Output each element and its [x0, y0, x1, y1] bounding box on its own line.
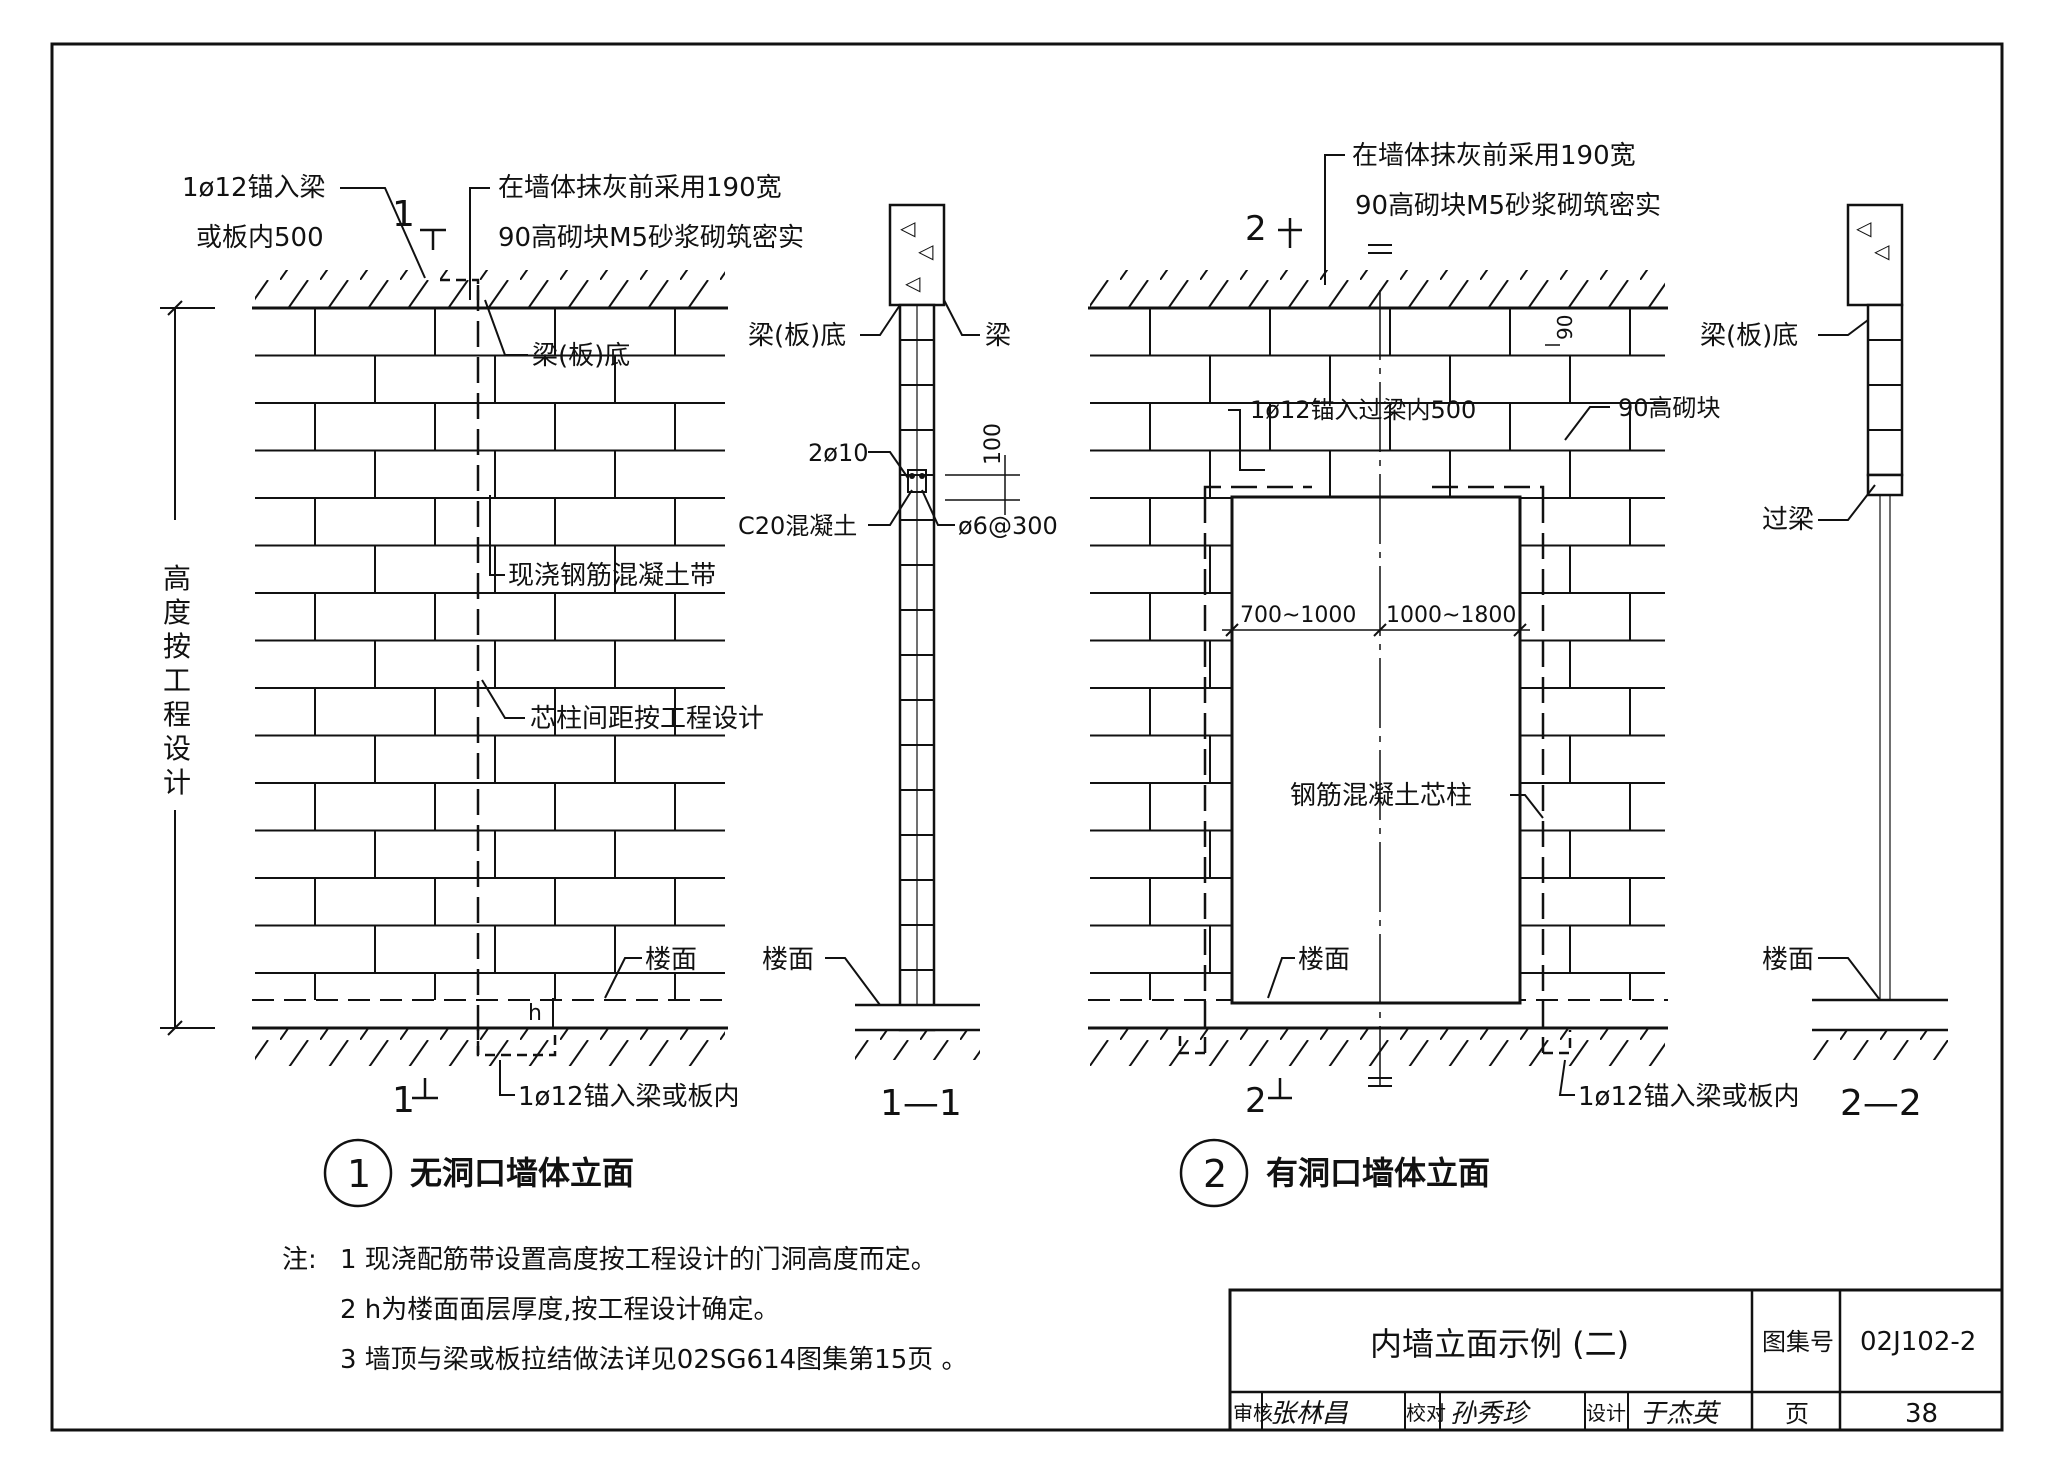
sheet-border: [50, 42, 2004, 1432]
design-label: 设计: [1586, 1401, 1626, 1425]
sec1-label: 1—1: [880, 1083, 962, 1124]
top-note-2: 90高砌块M5砂浆砌筑密实: [498, 223, 804, 253]
anchor-note-1: 1ø12锚入梁: [182, 173, 326, 203]
height-note: 高 度 按 工 程 设 计: [163, 562, 191, 799]
elevation-with-opening: [1088, 154, 1668, 1100]
dim-1000-1800: 1000~1800: [1386, 603, 1516, 628]
svg-text:◁: ◁: [899, 216, 916, 240]
notes-prefix: 注:: [282, 1245, 317, 1275]
sec1-floor: 楼面: [762, 945, 814, 975]
caption-1-circle: [323, 1138, 393, 1208]
review-signature: 张林昌: [1270, 1399, 1349, 1429]
caption-2-number: 2: [1203, 1152, 1227, 1196]
page-label: 页: [1785, 1400, 1809, 1428]
caption-1-text: 无洞口墙体立面: [410, 1154, 634, 1192]
beam-bottom-label: 梁(板)底: [532, 341, 630, 371]
floor-label-right: 楼面: [1298, 945, 1350, 975]
floor-label-left: 楼面: [645, 945, 697, 975]
sec1-concrete: C20混凝土: [738, 512, 857, 540]
svg-text:工: 工: [163, 664, 191, 697]
check-label: 校对: [1406, 1401, 1446, 1425]
page-number: 38: [1905, 1399, 1938, 1429]
sec2-beam-bottom: 梁(板)底: [1700, 321, 1798, 351]
anchor-bottom-left: 1ø12锚入梁或板内: [518, 1082, 740, 1112]
svg-text:按: 按: [163, 630, 191, 663]
svg-text:高: 高: [163, 562, 191, 595]
block-courses: [255, 308, 725, 1000]
cut-mark-1-bottom: 1: [392, 1080, 415, 1121]
svg-text:设: 设: [163, 732, 191, 765]
atlas-label: 图集号: [1762, 1328, 1834, 1356]
anchor-lintel: 1ø12锚入过梁内500: [1250, 396, 1476, 424]
note-2: 2 h为楼面面层厚度,按工程设计确定。: [340, 1295, 780, 1325]
sec1-beam: 梁: [985, 321, 1011, 351]
review-label: 审核: [1233, 1401, 1273, 1425]
rc-core-label: 钢筋混凝土芯柱: [1290, 781, 1472, 811]
sec1-stirrup: ø6@300: [958, 512, 1058, 540]
anchor-note-2: 或板内500: [196, 223, 324, 253]
elevation-no-opening: [158, 187, 728, 1100]
core-spacing-label: 芯柱间距按工程设计: [530, 704, 764, 734]
top-note-1: 在墙体抹灰前采用190宽: [498, 173, 782, 203]
svg-text:◁: ◁: [1855, 216, 1872, 240]
note-1: 1 现浇配筋带设置高度按工程设计的门洞高度而定。: [340, 1245, 937, 1275]
block-90-label: 90高砌块: [1618, 394, 1721, 422]
design-signature: 于杰英: [1640, 1399, 1721, 1429]
cut-mark-1-top: 1: [392, 194, 415, 235]
note-3: 3 墙顶与梁或板拉结做法详见02SG614图集第15页 。: [340, 1345, 968, 1375]
caption-1-number: 1: [347, 1152, 371, 1196]
atlas-number: 02J102-2: [1860, 1327, 1976, 1357]
sec1-dim-100: 100: [981, 423, 1006, 465]
anchor-bottom-right: 1ø12锚入梁或板内: [1578, 1082, 1800, 1112]
section-2-2: ◁ ◁: [1812, 203, 1948, 1060]
cut-mark-2-top: 2: [1245, 209, 1267, 249]
dim-90: 90: [1553, 315, 1577, 340]
svg-text:◁: ◁: [917, 239, 934, 263]
svg-text:◁: ◁: [904, 271, 921, 295]
sec2-label: 2—2: [1840, 1083, 1922, 1124]
sec2-floor: 楼面: [1762, 945, 1814, 975]
section-1-1: ◁ ◁ ◁: [825, 203, 1020, 1060]
svg-text:计: 计: [163, 766, 191, 799]
top-note-r2: 90高砌块M5砂浆砌筑密实: [1355, 191, 1661, 221]
door-opening: [1230, 495, 1522, 1005]
svg-text:程: 程: [163, 698, 191, 731]
check-signature: 孙秀珍: [1450, 1399, 1531, 1429]
caption-2-text: 有洞口墙体立面: [1266, 1154, 1490, 1192]
sec1-beam-bottom: 梁(板)底: [748, 321, 846, 351]
h-mark: h: [528, 1001, 542, 1026]
title-block: [1228, 1288, 2004, 1432]
svg-text:度: 度: [163, 596, 191, 629]
cast-band-label: 现浇钢筋混凝土带: [508, 561, 716, 591]
sec1-rebar: 2ø10: [808, 439, 869, 467]
dim-700-1000: 700~1000: [1240, 603, 1356, 628]
sheet-title: 内墙立面示例 (二): [1370, 1325, 1629, 1363]
caption-2-circle: [1179, 1138, 1249, 1208]
cut-mark-2-bottom: 2: [1245, 1081, 1267, 1121]
svg-text:◁: ◁: [1873, 239, 1890, 263]
sec2-lintel: 过梁: [1762, 505, 1814, 535]
top-note-r1: 在墙体抹灰前采用190宽: [1352, 141, 1636, 171]
